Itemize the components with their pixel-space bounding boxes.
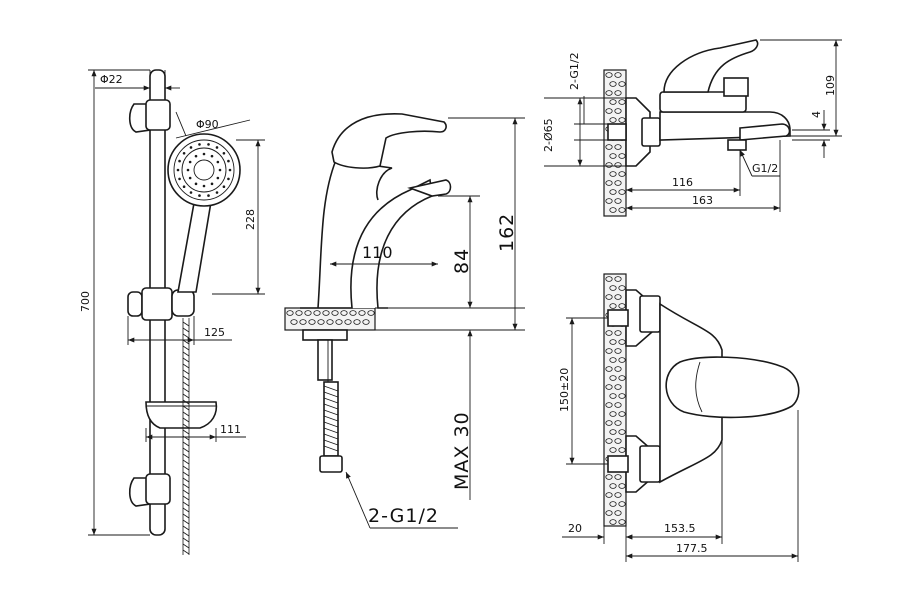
dim-max-thickness: MAX 30 (451, 411, 473, 490)
dim-spout-length: 116 (672, 176, 693, 189)
dim-soap-dish: 111 (220, 423, 241, 436)
union-nut-side (641, 117, 661, 147)
bath-mixer-top-view: 150±20 20 153.5 177.5 (558, 273, 800, 562)
bath-lever-side (663, 39, 759, 93)
top-bracket-clamp (145, 99, 171, 131)
mounting-stud (317, 339, 333, 381)
dim-total-depth: 163 (692, 194, 713, 207)
sliding-holder (141, 287, 173, 321)
basin-mixer: 110 84 162 MAX 30 2-G1/2 (284, 113, 525, 529)
basin-connection-label: 2-G1/2 (368, 505, 439, 527)
dim-centers: 150±20 (558, 368, 571, 412)
countertop (284, 307, 376, 331)
mounting-nut (302, 329, 348, 341)
basin-body (317, 159, 393, 309)
basin-lever (331, 113, 447, 169)
bath-lever-top (665, 356, 800, 419)
union-lower (607, 455, 629, 473)
shower-head-nozzles (176, 143, 232, 197)
shower-set: Φ22 Φ90 228 700 125 111 (79, 69, 265, 555)
dim-bath-height: 109 (824, 75, 837, 96)
spout-outlet (407, 179, 452, 197)
bath-spout-side (739, 123, 791, 141)
dim-flange-diameter: 2-Ø65 (542, 118, 555, 152)
dim-spout-reach: 110 (362, 243, 393, 262)
union-upper (607, 309, 629, 327)
hose-nut (319, 455, 343, 473)
bath-mixer-side-view: 2-G1/2 2-Ø65 109 4 G1/2 116 163 (542, 39, 842, 217)
dim-rail-length: 700 (79, 291, 92, 312)
nut-upper (639, 295, 661, 333)
soap-dish (145, 401, 218, 429)
dim-head-height: 228 (244, 209, 257, 230)
hand-shower-handle (177, 191, 213, 293)
shower-head-outer (167, 133, 241, 207)
s-union-side (607, 123, 627, 141)
dim-wall-gap: 20 (568, 522, 582, 535)
top-wall-bracket (128, 103, 151, 133)
dim-spout-height: 84 (451, 248, 473, 274)
dim-head-diameter: Φ90 (196, 118, 219, 131)
bottom-wall-bracket (128, 477, 151, 507)
dim-inlet-thread: 2-G1/2 (568, 52, 581, 90)
holder-cradle (171, 289, 195, 317)
holder-knob (127, 291, 143, 317)
dim-depth-total: 177.5 (676, 542, 708, 555)
dim-rail-diameter: Φ22 (100, 73, 123, 86)
nut-lower (639, 445, 661, 483)
bottom-bracket-clamp (145, 473, 171, 505)
dim-depth-body: 153.5 (664, 522, 696, 535)
dim-total-height: 162 (496, 213, 518, 252)
diverter-knob (723, 77, 749, 97)
dim-outlet-offset: 4 (810, 111, 823, 118)
shower-outlet (727, 139, 747, 151)
dim-holder-offset: 125 (204, 326, 225, 339)
dim-outlet-thread: G1/2 (752, 162, 778, 175)
